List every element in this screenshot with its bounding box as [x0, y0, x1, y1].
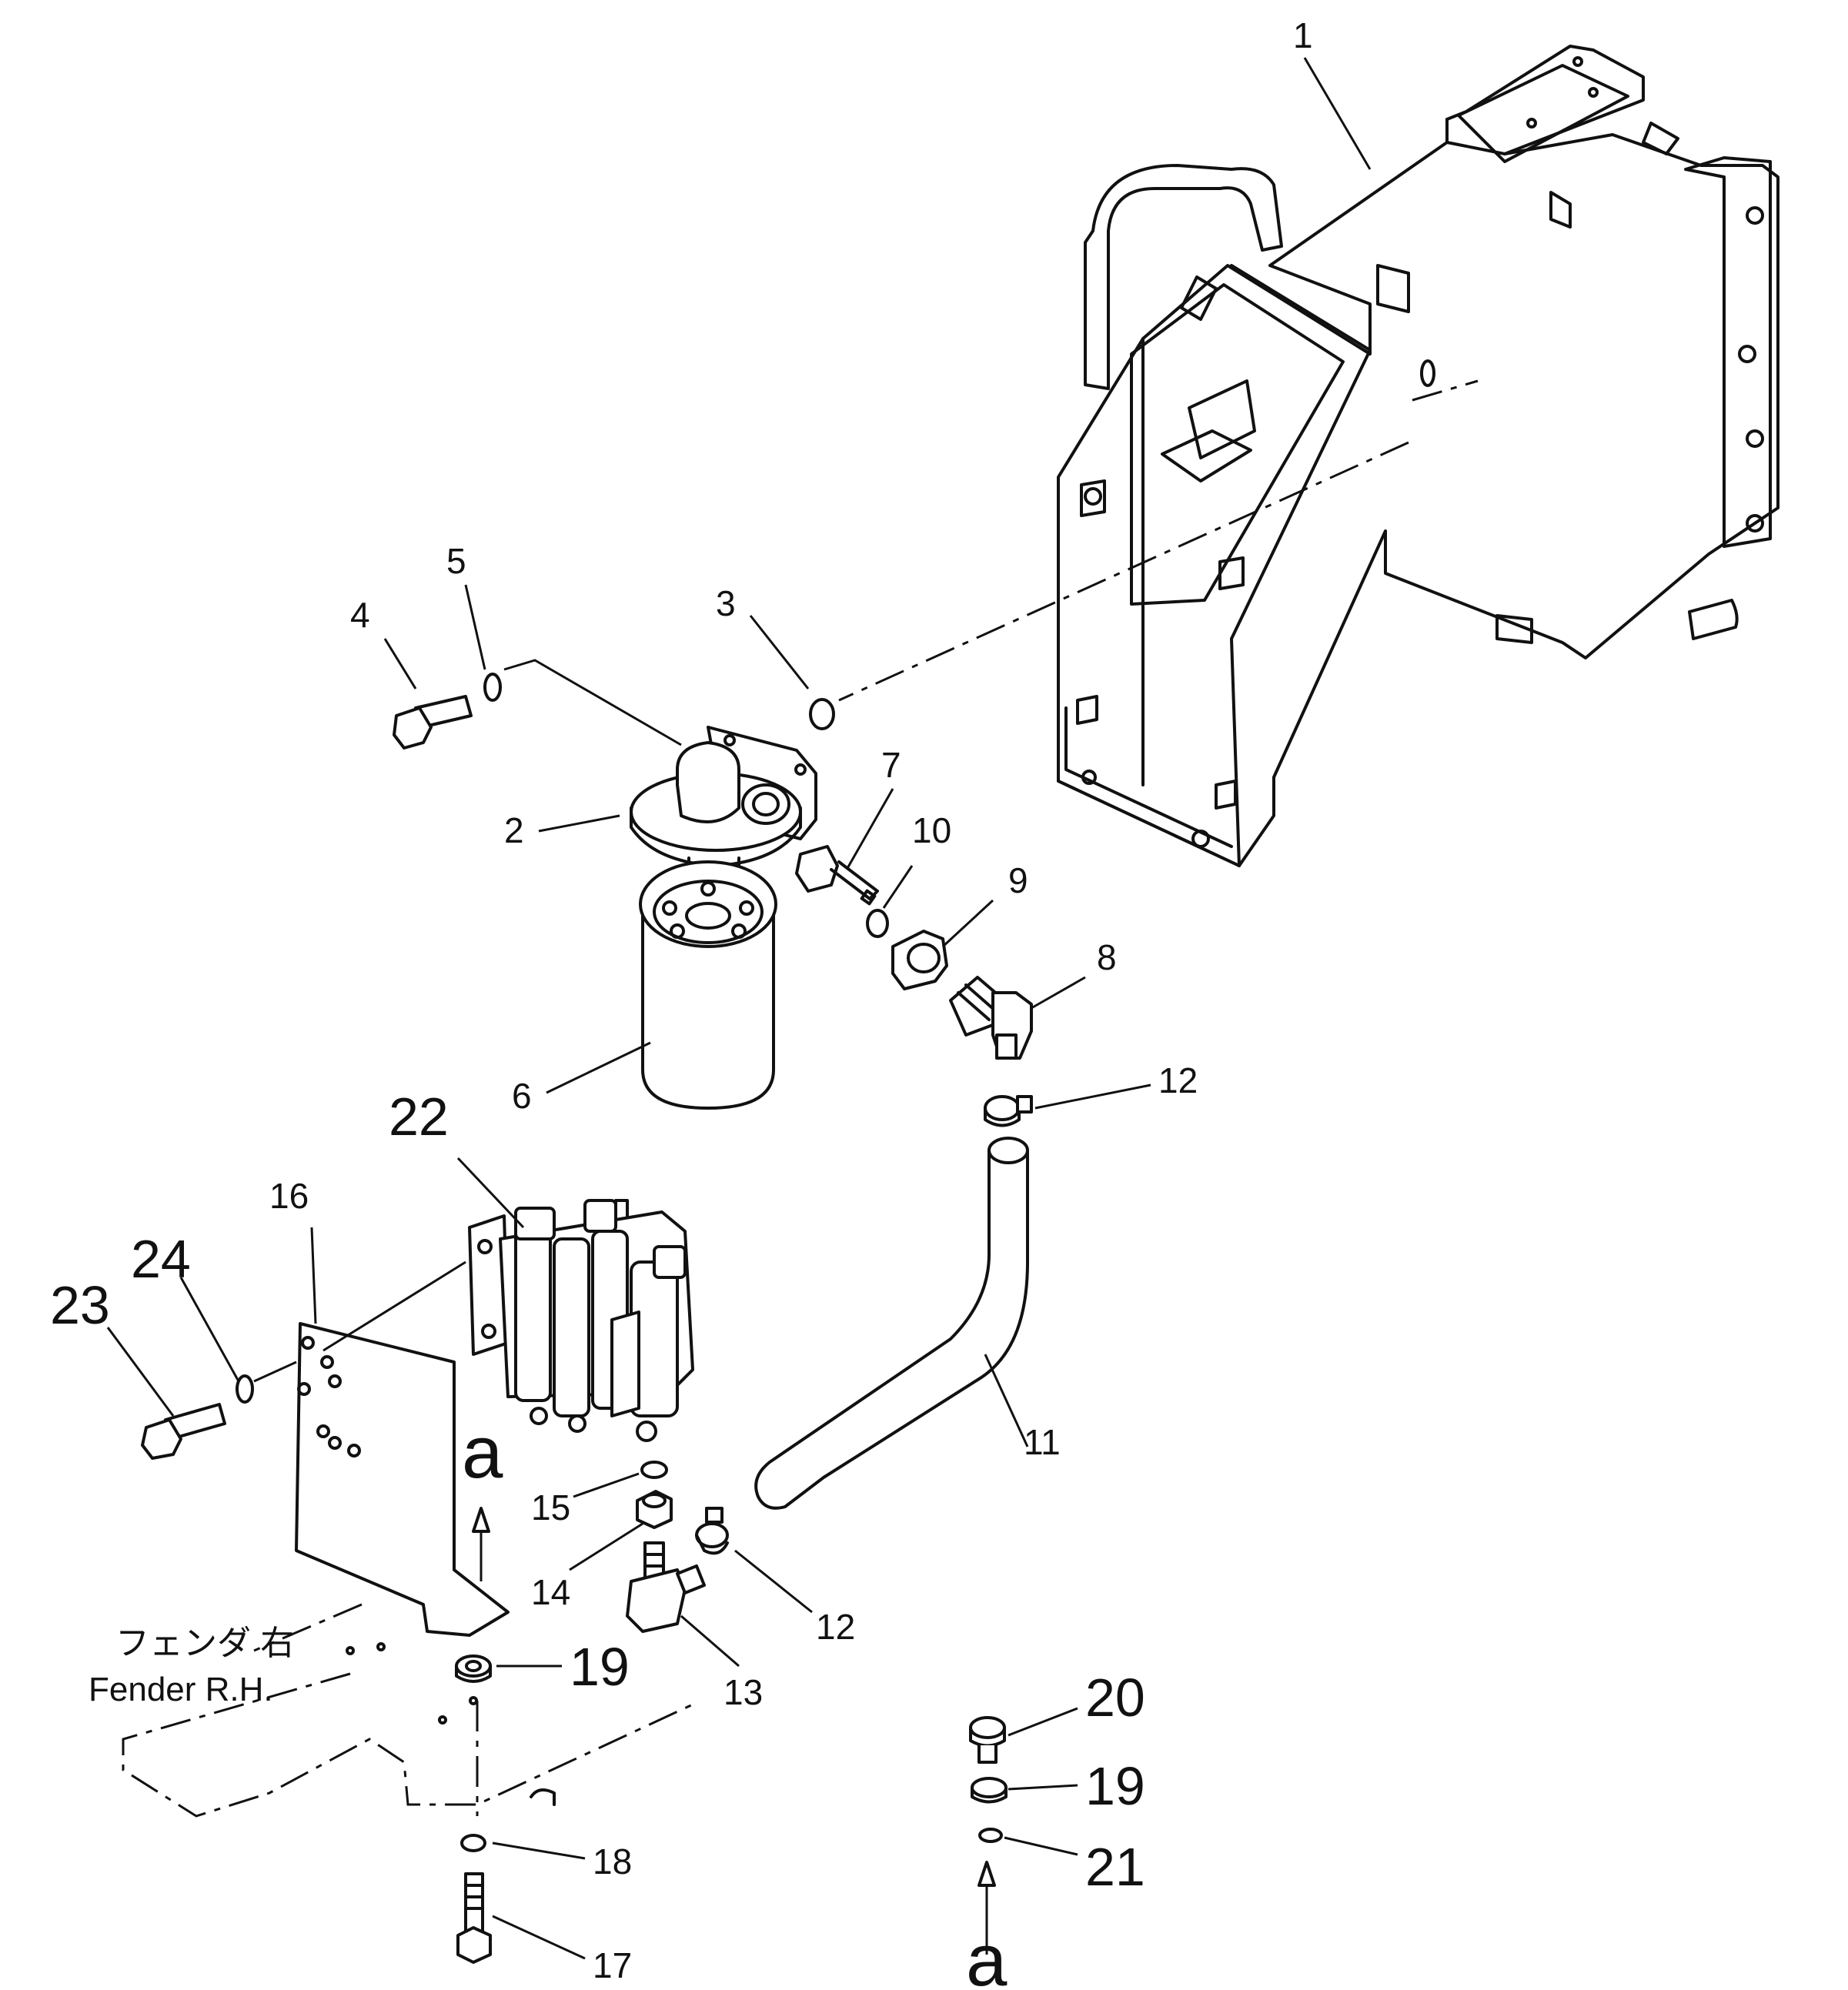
callout-3: 3	[716, 583, 736, 623]
callout-12-lower: 12	[816, 1607, 855, 1647]
centerline-tank	[838, 379, 1479, 702]
callout-9: 9	[1008, 860, 1028, 900]
callout-15: 15	[531, 1487, 570, 1528]
filter-cartridge	[639, 860, 777, 1110]
callout-8: 8	[1097, 937, 1117, 977]
callout-5: 5	[446, 541, 466, 581]
callout-20: 20	[1085, 1668, 1145, 1728]
o-ring-15	[640, 1461, 668, 1479]
washer-5	[483, 673, 502, 702]
callout-21: 21	[1085, 1837, 1145, 1897]
washer-19-right	[971, 1777, 1008, 1804]
elbow-13	[626, 1541, 706, 1633]
washer-19-left	[455, 1654, 492, 1683]
callout-23: 23	[50, 1275, 110, 1335]
bracket-line-5	[503, 659, 682, 746]
callout-16: 16	[269, 1176, 309, 1216]
plug-7	[795, 845, 879, 906]
washer-24	[236, 1374, 254, 1404]
callout-4: 4	[350, 595, 370, 635]
bolt-17	[456, 1872, 492, 1964]
washer-18	[460, 1834, 486, 1852]
hose-11-end	[987, 1137, 1029, 1164]
bolt-4	[393, 695, 473, 750]
callout-7: 7	[881, 745, 901, 785]
control-valve-22	[468, 1199, 694, 1442]
view-label-a-lower: a	[966, 1919, 1008, 1990]
callout-6: 6	[512, 1076, 532, 1116]
view-label-a-upper: a	[462, 1411, 503, 1494]
callout-24: 24	[131, 1229, 191, 1289]
callout-19-right: 19	[1085, 1756, 1145, 1816]
tank-port	[1420, 359, 1435, 387]
callout-1: 1	[1293, 15, 1313, 55]
clamp-12-upper	[984, 1095, 1033, 1127]
bolt-23	[141, 1403, 226, 1460]
callout-13: 13	[723, 1672, 763, 1712]
bracket-line-24	[253, 1361, 297, 1383]
filter-head	[630, 726, 817, 871]
nut-9	[891, 930, 948, 990]
fender-label-en: Fender R.H.	[89, 1671, 273, 1708]
elbow-8	[949, 976, 1033, 1060]
view-arrowhead-right	[977, 1861, 996, 1887]
callout-12-upper: 12	[1158, 1060, 1198, 1100]
bracket-16	[295, 1322, 510, 1637]
callout-17: 17	[593, 1945, 632, 1985]
bracket-hole	[301, 1336, 315, 1350]
callout-19-left: 19	[570, 1637, 630, 1697]
callout-numbers: 1 2 3 4 5 6 7 8 9 10 11 12 12 13 14 15 1…	[50, 15, 1313, 1985]
tank-assembly	[1057, 45, 1779, 867]
callout-22: 22	[389, 1087, 449, 1147]
leader-lines	[106, 57, 1372, 1960]
clamp-12-lower	[695, 1507, 729, 1555]
bracket-line-22	[322, 1260, 466, 1352]
o-ring-21	[978, 1828, 1003, 1843]
callout-10: 10	[912, 810, 951, 850]
plug-20	[969, 1716, 1006, 1764]
nut-14	[636, 1490, 673, 1529]
o-ring-10	[866, 909, 889, 938]
fender-outline	[122, 1603, 693, 1818]
callout-14: 14	[531, 1572, 570, 1612]
o-ring-3	[809, 698, 835, 730]
hose-11	[754, 1149, 1029, 1510]
callout-2: 2	[504, 810, 524, 850]
fender-label-jp: フェンダ 右	[115, 1624, 294, 1662]
callout-11: 11	[1024, 1422, 1061, 1462]
view-arrowhead-left	[472, 1507, 490, 1533]
callout-18: 18	[593, 1841, 632, 1881]
fender-bracket	[530, 1788, 556, 1806]
